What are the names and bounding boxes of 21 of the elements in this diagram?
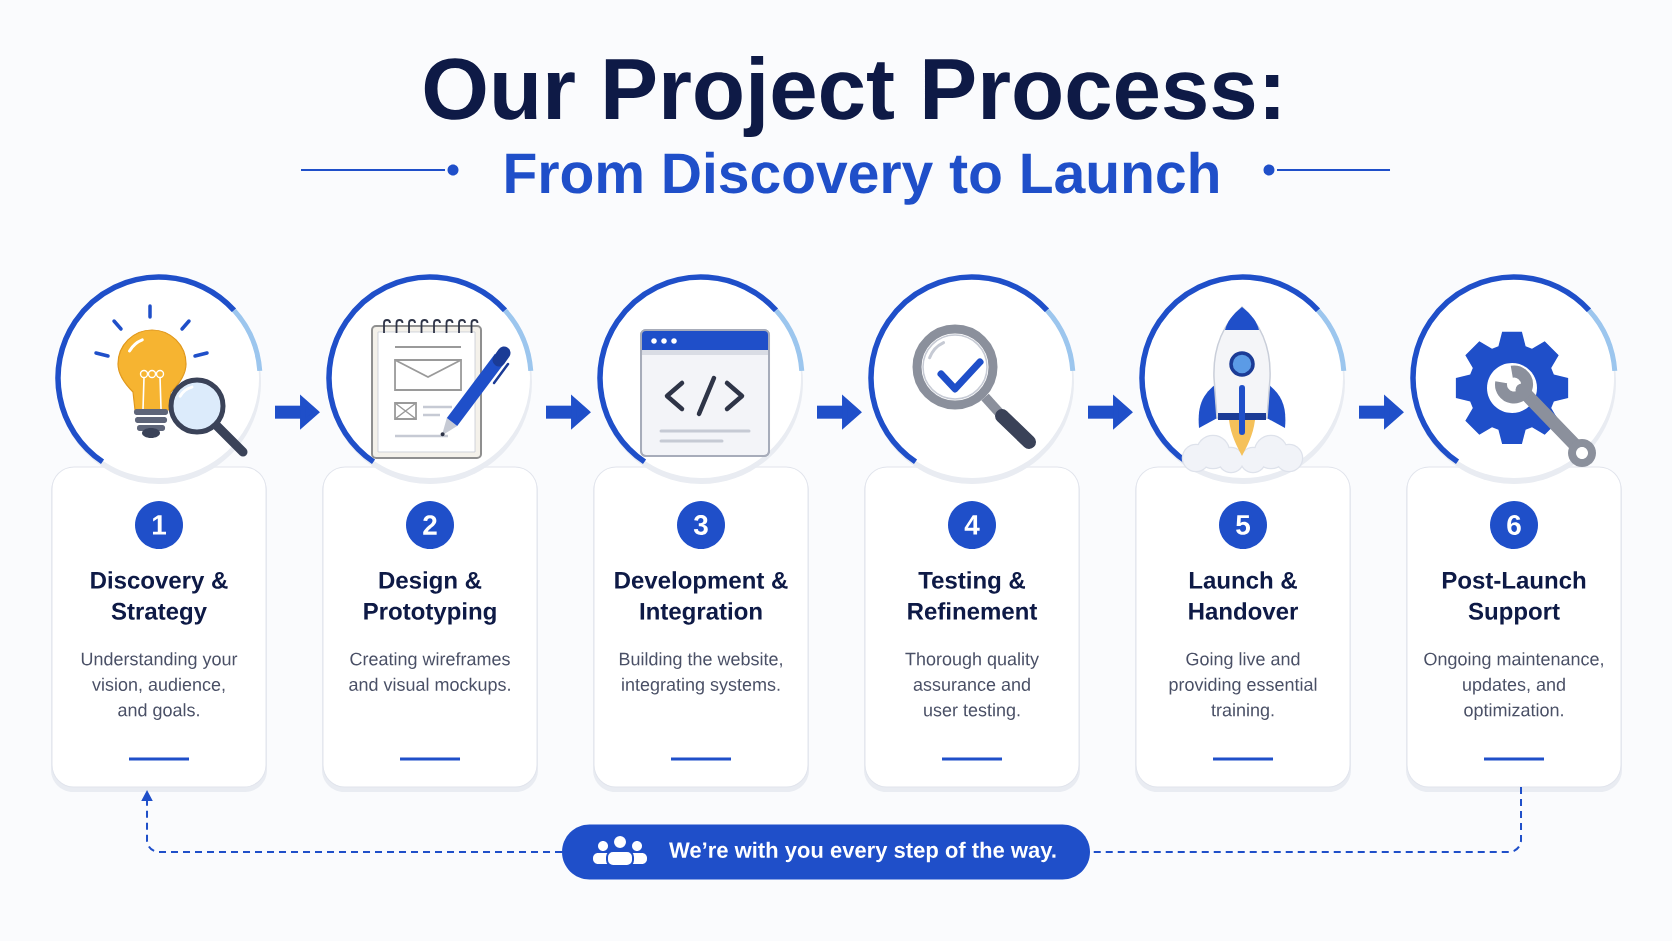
number-badge: 5 xyxy=(1219,501,1267,549)
number-badge: 2 xyxy=(406,501,454,549)
step-title: Design & Prototyping xyxy=(364,571,496,625)
number-badge: 1 xyxy=(135,501,183,549)
step-title: Post-Launch Support xyxy=(1442,571,1586,625)
step-description: Thorough quality assurance and user testing. xyxy=(905,652,1039,720)
title: Our Project Process: xyxy=(424,55,1279,138)
number-badge: 3 xyxy=(677,501,725,549)
message-pill: We’re with you every step of the way. xyxy=(562,824,1090,880)
number-badge: 6 xyxy=(1490,501,1538,549)
step-description: Creating wireframes and visual mockups. xyxy=(349,652,510,695)
step-title: Launch & Handover xyxy=(1189,571,1298,620)
subtitle: From Discovery to Launch xyxy=(506,151,1218,205)
step-title: Testing & Refinement xyxy=(908,571,1038,620)
step-description: Understanding your vision, audience, and goals. xyxy=(81,652,238,720)
step-title: Development & Integration xyxy=(615,571,788,625)
number-badge: 4 xyxy=(948,501,996,549)
step-description: Building the website, integrating systems. xyxy=(619,652,782,695)
step-description: Going live and providing essential training. xyxy=(1169,652,1317,720)
step-description: Ongoing maintenance, updates, and optimization. xyxy=(1424,652,1603,720)
step-title: Discovery & Strategy xyxy=(91,571,228,625)
